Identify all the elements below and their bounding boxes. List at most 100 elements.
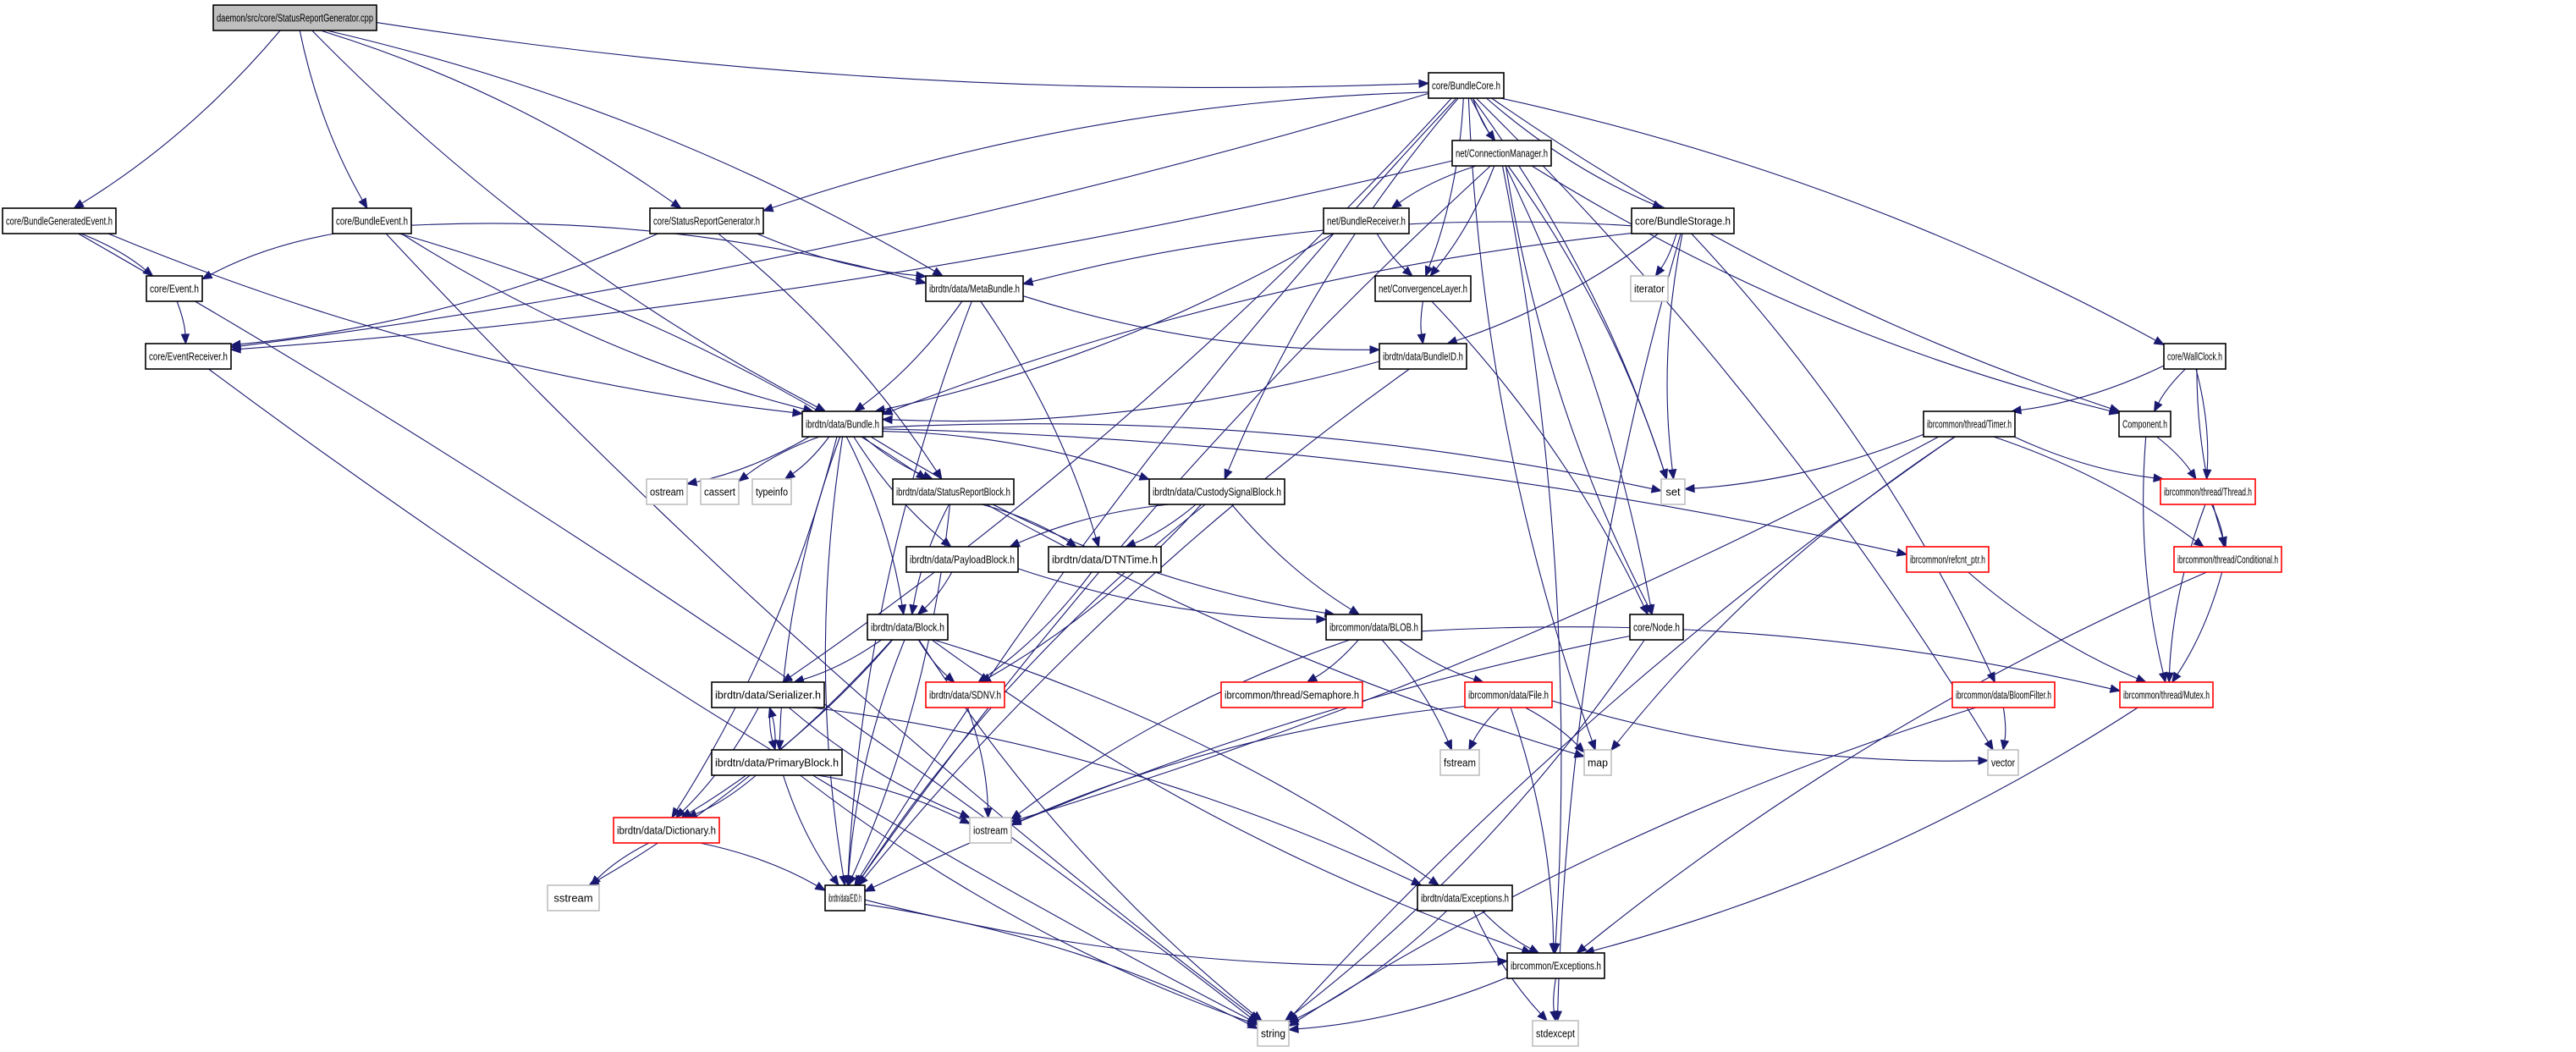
node-box xyxy=(2160,478,2256,505)
node-eid[interactable]: ibrdtn/data/EID.h xyxy=(824,884,866,912)
node-comp[interactable]: Component.h xyxy=(2118,410,2171,438)
arrowhead-icon xyxy=(1369,345,1381,355)
node-blob[interactable]: ibrcommon/data/BLOB.h xyxy=(1325,614,1423,641)
node-dexc[interactable]: ibrdtn/data/Exceptions.h xyxy=(1417,884,1513,912)
node-label: ibrdtn/data/StatusReportBlock.h xyxy=(896,486,1010,498)
edge-line xyxy=(891,233,1632,412)
edge-blob-to-fstream xyxy=(1381,639,1453,752)
node-iter: iterator xyxy=(1630,275,1669,302)
edge-mb-to-dtnt xyxy=(980,300,1100,548)
node-label: ibrdtn/data/Block.h xyxy=(871,621,944,634)
edge-blob-to-sema xyxy=(1306,639,1359,683)
arrowhead-icon xyxy=(768,706,777,719)
node-cm[interactable]: net/ConnectionManager.h xyxy=(1451,140,1552,167)
node-bs[interactable]: core/BundleStorage.h xyxy=(1631,207,1735,234)
node-mb[interactable]: ibrdtn/data/MetaBundle.h xyxy=(925,275,1024,302)
node-label: string xyxy=(1261,1027,1285,1040)
node-prim[interactable]: ibrdtn/data/PrimaryBlock.h xyxy=(711,749,843,776)
node-box xyxy=(867,614,949,641)
node-src[interactable]: daemon/src/core/StatusReportGenerator.cp… xyxy=(212,4,377,31)
node-wc[interactable]: core/WallClock.h xyxy=(2163,343,2226,370)
edge-dexc-to-stdexcept xyxy=(1472,910,1548,1022)
node-box xyxy=(1220,681,1363,708)
edge-line xyxy=(107,233,794,413)
node-cexc[interactable]: ibrcommon/Exceptions.h xyxy=(1506,952,1605,979)
edge-line xyxy=(1399,165,1477,204)
arrowhead-icon xyxy=(2135,674,2148,683)
edge-line xyxy=(882,431,1141,477)
node-block[interactable]: ibrdtn/data/Block.h xyxy=(867,614,949,641)
node-be[interactable]: core/BundleEvent.h xyxy=(332,207,412,234)
edge-line xyxy=(2143,436,2164,674)
node-cond[interactable]: ibrcommon/thread/Conditional.h xyxy=(2173,546,2282,573)
edge-timer-to-thread xyxy=(2013,436,2165,482)
edge-line xyxy=(882,423,1653,490)
node-sdnv[interactable]: ibrdtn/data/SDNV.h xyxy=(925,681,1005,708)
node-ev[interactable]: core/Event.h xyxy=(146,275,203,302)
edge-cm-to-er xyxy=(229,160,1453,354)
edge-line xyxy=(2013,436,2155,479)
edge-line xyxy=(1456,233,1660,342)
edge-ser-to-dexc xyxy=(811,707,1423,886)
node-refcnt[interactable]: ibrcommon/refcnt_ptr.h xyxy=(1906,546,1990,573)
node-node[interactable]: core/Node.h xyxy=(1629,614,1684,641)
node-label: ibrdtn/data/PrimaryBlock.h xyxy=(715,757,839,769)
arrowhead-icon xyxy=(1065,537,1078,548)
node-bge[interactable]: core/BundleGeneratedEvent.h xyxy=(2,207,117,234)
node-box xyxy=(1630,275,1669,302)
node-timer[interactable]: ibrcommon/thread/Timer.h xyxy=(1923,410,2016,438)
node-bloom[interactable]: ibrcommon/data/BloomFilter.h xyxy=(1951,681,2056,708)
arrowhead-icon xyxy=(1588,739,1597,752)
node-box xyxy=(2163,343,2226,370)
node-dtnt[interactable]: ibrdtn/data/DTNTime.h xyxy=(1048,546,1162,573)
edge-line xyxy=(861,300,963,406)
node-dict[interactable]: ibrdtn/data/Dictionary.h xyxy=(613,817,720,844)
node-br[interactable]: net/BundleReceiver.h xyxy=(1323,207,1410,234)
node-bid[interactable]: ibrdtn/data/BundleID.h xyxy=(1379,343,1467,370)
edge-bloom-to-vector xyxy=(2000,707,2010,752)
edge-bc-to-node xyxy=(1470,97,1655,616)
node-label: ibrcommon/thread/Timer.h xyxy=(1927,418,2012,431)
node-bc[interactable]: core/BundleCore.h xyxy=(1428,72,1505,99)
node-label: ibrcommon/data/BloomFilter.h xyxy=(1956,689,2051,702)
edge-bundle-to-refcnt xyxy=(882,428,1908,557)
node-ostream: ostream xyxy=(646,478,688,505)
node-mutex[interactable]: ibrcommon/thread/Mutex.h xyxy=(2119,681,2214,708)
node-iostream: iostream xyxy=(969,817,1012,844)
edge-line xyxy=(1505,165,1649,607)
node-box xyxy=(1906,546,1990,573)
edge-line xyxy=(864,903,1250,1025)
node-er[interactable]: core/EventReceiver.h xyxy=(145,343,232,370)
edge-line xyxy=(399,233,919,475)
edge-line xyxy=(176,300,186,335)
edge-src-to-be xyxy=(299,30,368,210)
node-sema[interactable]: ibrcommon/thread/Semaphore.h xyxy=(1220,681,1363,708)
node-srgh[interactable]: core/StatusReportGenerator.h xyxy=(649,207,764,234)
edge-line xyxy=(80,233,146,271)
arrowhead-icon xyxy=(1401,266,1413,277)
edge-dict-to-eid xyxy=(699,842,827,891)
edge-line xyxy=(1018,639,1351,814)
edge-line xyxy=(817,774,962,820)
node-box xyxy=(1506,952,1605,979)
arrowhead-icon xyxy=(1549,1010,1559,1022)
edge-line xyxy=(1666,233,1683,471)
node-thread[interactable]: ibrcommon/thread/Thread.h xyxy=(2160,478,2256,505)
node-box xyxy=(801,410,883,438)
edge-line xyxy=(1472,707,1500,742)
edge-cl-to-node xyxy=(1431,300,1649,616)
edge-src-to-bge xyxy=(73,30,281,209)
arrowhead-icon xyxy=(1316,614,1328,624)
node-ser[interactable]: ibrdtn/data/Serializer.h xyxy=(711,681,825,708)
node-bundle[interactable]: ibrdtn/data/Bundle.h xyxy=(801,410,883,438)
node-srb[interactable]: ibrdtn/data/StatusReportBlock.h xyxy=(892,478,1015,505)
node-cl[interactable]: net/ConvergenceLayer.h xyxy=(1374,275,1472,302)
node-file[interactable]: ibrcommon/data/File.h xyxy=(1464,681,1553,708)
edge-line xyxy=(1525,707,1578,746)
node-csb[interactable]: ibrdtn/data/CustodySignalBlock.h xyxy=(1148,478,1285,505)
edge-bloom-to-string xyxy=(1287,707,1977,1027)
arrowhead-icon xyxy=(944,672,955,683)
node-box xyxy=(700,478,740,505)
edge-line xyxy=(1486,97,1654,206)
node-pb[interactable]: ibrdtn/data/PayloadBlock.h xyxy=(905,546,1019,573)
